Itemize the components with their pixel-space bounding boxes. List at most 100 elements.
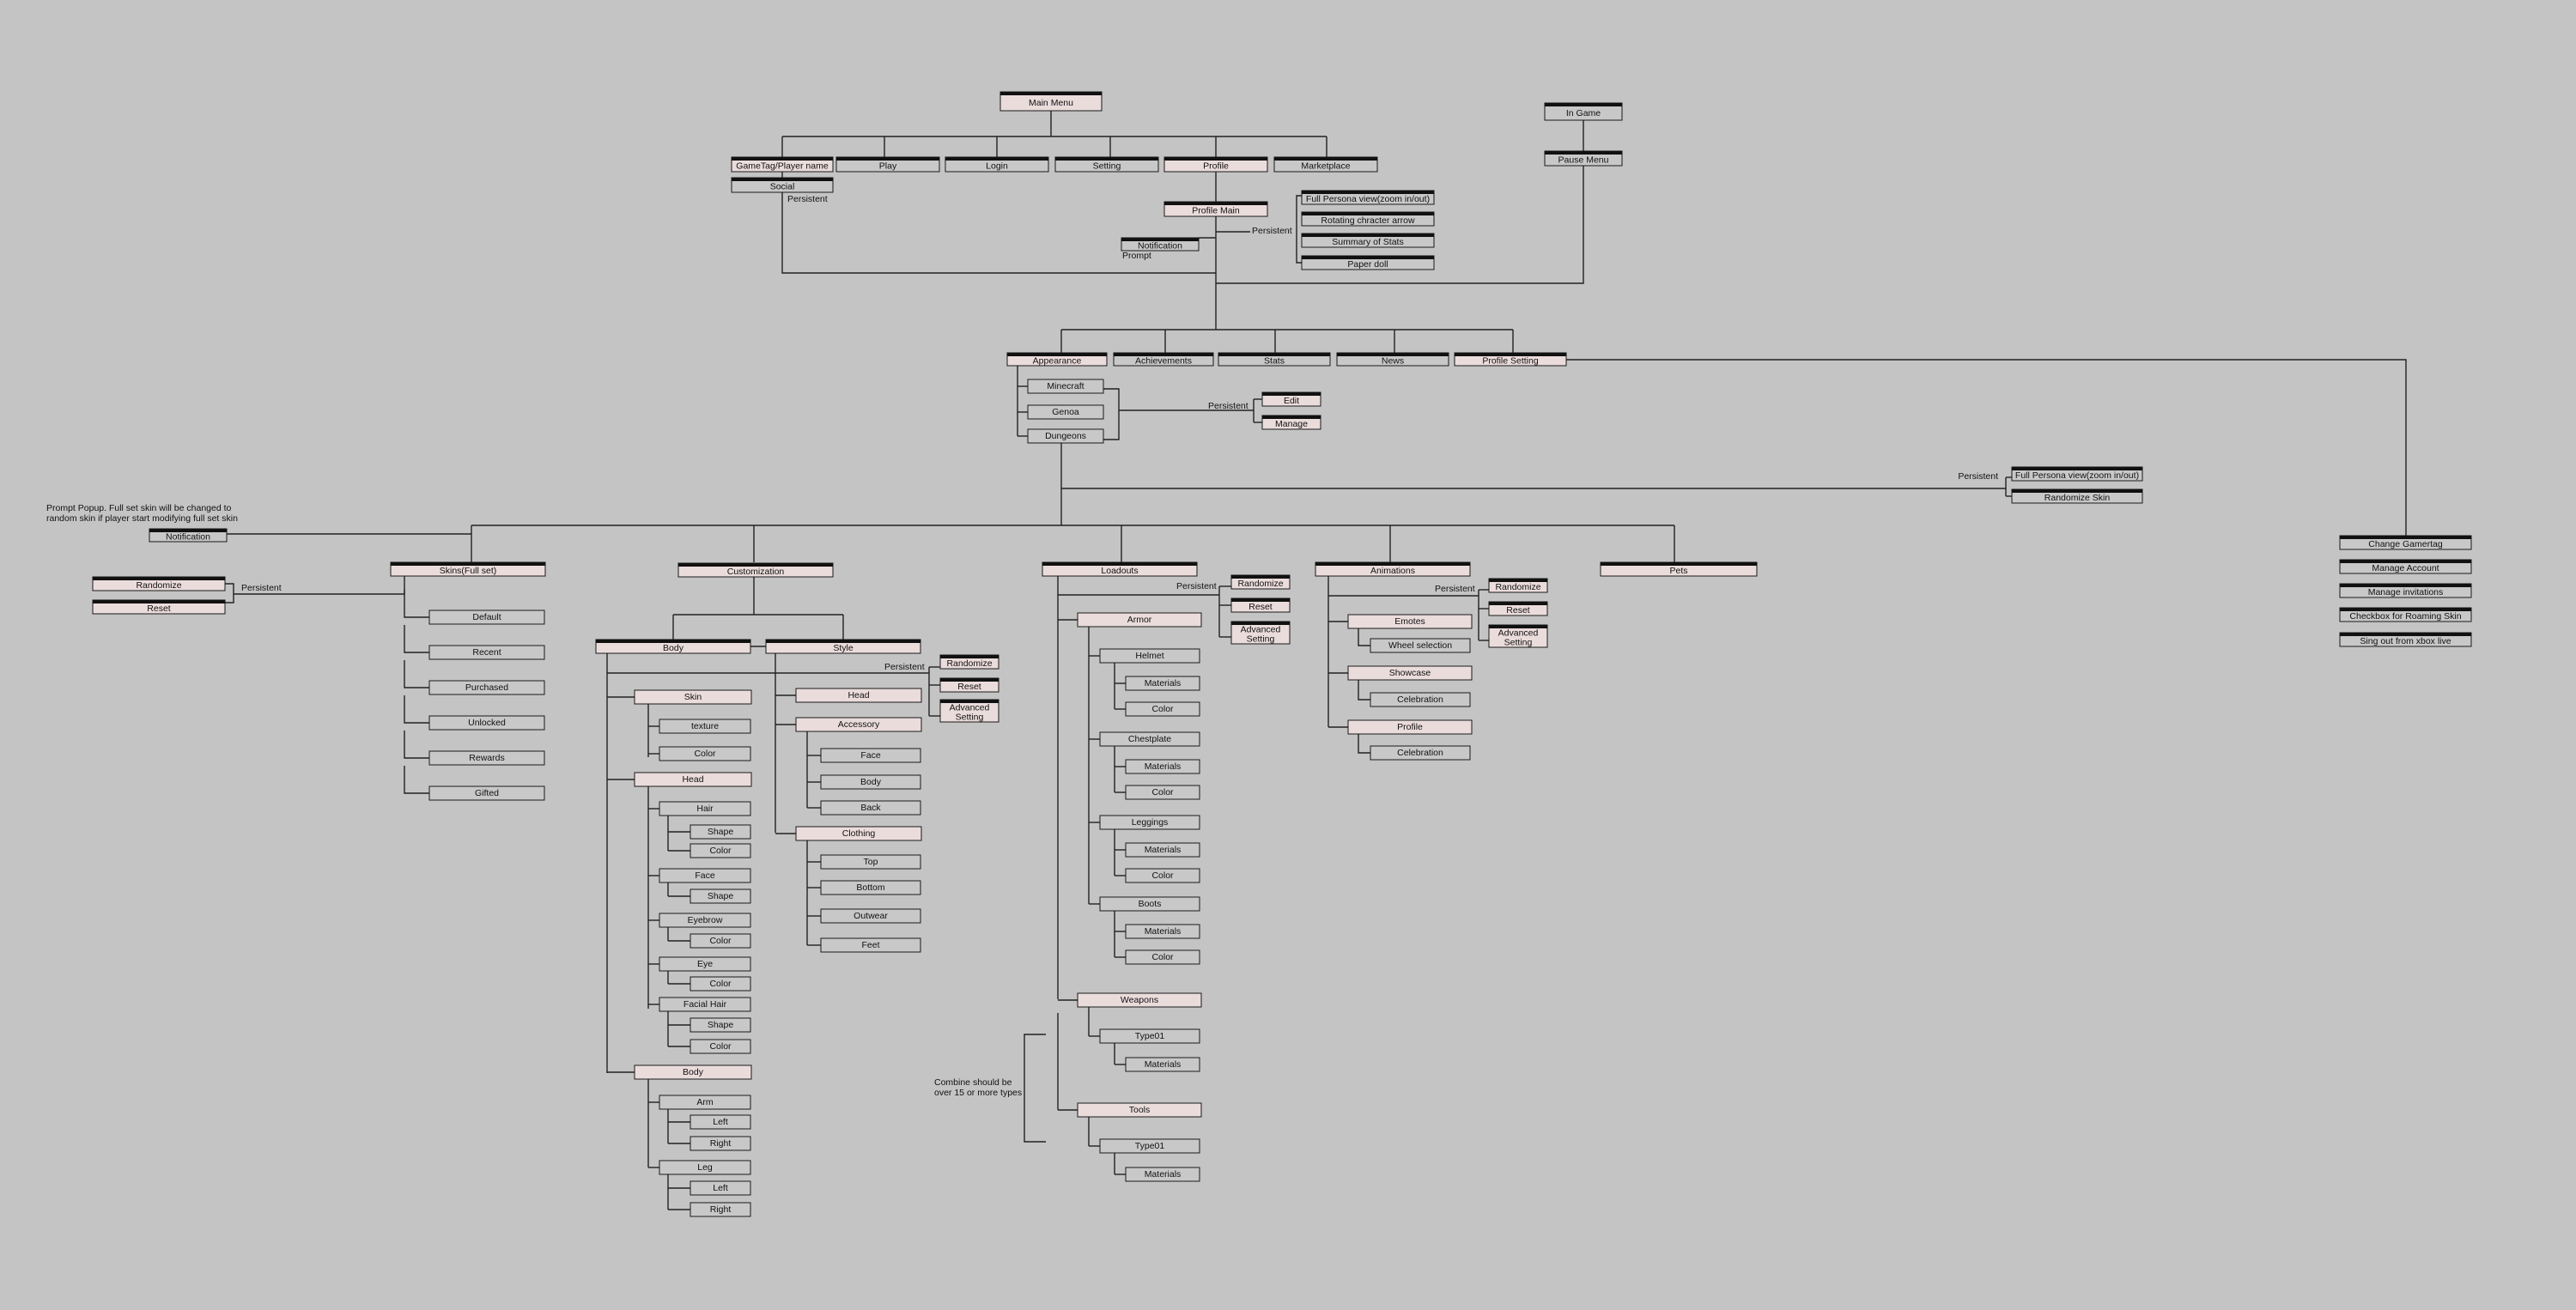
armor-piece-2-node[interactable]: Leggings xyxy=(1099,815,1200,830)
animations-showcase-node[interactable]: Showcase xyxy=(1347,665,1473,681)
head-sub-3-node[interactable]: Eye xyxy=(659,956,751,972)
accessory-2-node[interactable]: Back xyxy=(820,800,921,816)
head-sub-0-opt-1-node[interactable]: Color xyxy=(690,843,751,858)
main-menu-node[interactable]: Main Menu xyxy=(999,91,1103,112)
custom-style-node[interactable]: Style xyxy=(765,639,921,654)
skin-color-node[interactable]: Color xyxy=(659,746,751,761)
profile-setting-item-3-node[interactable]: Checkbox for Roaming Skin xyxy=(2339,607,2472,622)
body-limb-1-right-node[interactable]: Right xyxy=(690,1202,751,1217)
stats-node[interactable]: Stats xyxy=(1218,352,1331,367)
style-clothing-node[interactable]: Clothing xyxy=(795,826,922,841)
head-sub-4-node[interactable]: Facial Hair xyxy=(659,997,751,1012)
body-limb-0-node[interactable]: Arm xyxy=(659,1095,751,1110)
clothing-1-node[interactable]: Bottom xyxy=(820,880,921,895)
head-sub-1-node[interactable]: Face xyxy=(659,868,751,883)
armor-piece-3-node[interactable]: Boots xyxy=(1099,896,1200,912)
pause-menu-node[interactable]: Pause Menu xyxy=(1544,150,1623,167)
style-accessory-node[interactable]: Accessory xyxy=(795,717,922,732)
armor-piece-0-materials-node[interactable]: Materials xyxy=(1125,676,1200,691)
manage-node[interactable]: Manage xyxy=(1261,415,1321,430)
skins-item-5-node[interactable]: Gifted xyxy=(428,785,545,801)
head-sub-4-opt-1-node[interactable]: Color xyxy=(690,1039,751,1054)
accessory-0-node[interactable]: Face xyxy=(820,748,921,763)
randomize-skin-node[interactable]: Randomize Skin xyxy=(2011,488,2143,504)
genoa-node[interactable]: Genoa xyxy=(1027,404,1104,420)
texture-node[interactable]: texture xyxy=(659,719,751,734)
profile-setting-item-4-node[interactable]: Sing out from xbox live xyxy=(2339,632,2472,647)
summary-of-stats-node[interactable]: Summary of Stats xyxy=(1301,233,1435,248)
animations-profile-node[interactable]: Profile xyxy=(1347,719,1473,735)
profile-setting-node[interactable]: Profile Setting xyxy=(1454,352,1567,367)
body-limb-1-node[interactable]: Leg xyxy=(659,1160,751,1175)
profile-main-node[interactable]: Profile Main xyxy=(1163,201,1268,217)
appearance-node[interactable]: Appearance xyxy=(1006,352,1108,367)
animations-emotes-node[interactable]: Emotes xyxy=(1347,614,1473,629)
body-limb-0-left-node[interactable]: Left xyxy=(690,1114,751,1130)
social-node[interactable]: Social xyxy=(731,177,834,193)
setting-node[interactable]: Setting xyxy=(1054,156,1159,173)
armor-piece-1-color-node[interactable]: Color xyxy=(1125,785,1200,800)
head-sub-3-opt-0-node[interactable]: Color xyxy=(690,976,751,992)
custom-skin-node[interactable]: Skin xyxy=(634,689,752,705)
skins-reset-node[interactable]: Reset xyxy=(92,599,226,615)
profile-celebration-node[interactable]: Celebration xyxy=(1370,745,1471,761)
loadouts-node[interactable]: Loadouts xyxy=(1042,561,1198,577)
armor-piece-3-materials-node[interactable]: Materials xyxy=(1125,924,1200,939)
armor-piece-2-materials-node[interactable]: Materials xyxy=(1125,842,1200,858)
skins-item-0-node[interactable]: Default xyxy=(428,610,545,625)
animations-reset-node[interactable]: Reset xyxy=(1488,601,1548,616)
in-game-node[interactable]: In Game xyxy=(1544,102,1623,121)
profile-setting-item-0-node[interactable]: Change Gamertag xyxy=(2339,535,2472,550)
pets-node[interactable]: Pets xyxy=(1600,561,1758,577)
style-head-node[interactable]: Head xyxy=(795,688,922,703)
tools-materials-node[interactable]: Materials xyxy=(1125,1167,1200,1182)
armor-piece-0-node[interactable]: Helmet xyxy=(1099,648,1200,664)
full-persona-view-zoom-in-out-node[interactable]: Full Persona view(zoom in/out) xyxy=(2011,466,2143,482)
profile-node[interactable]: Profile xyxy=(1163,156,1268,173)
body-limb-0-right-node[interactable]: Right xyxy=(690,1136,751,1151)
gametag-player-name-node[interactable]: GameTag/Player name xyxy=(731,156,834,173)
play-node[interactable]: Play xyxy=(835,156,940,173)
animations-node[interactable]: Animations xyxy=(1315,561,1471,577)
armor-piece-0-color-node[interactable]: Color xyxy=(1125,701,1200,717)
armor-piece-1-materials-node[interactable]: Materials xyxy=(1125,759,1200,774)
loadouts-randomize-node[interactable]: Randomize xyxy=(1230,574,1291,590)
armor-piece-1-node[interactable]: Chestplate xyxy=(1099,731,1200,747)
achievements-node[interactable]: Achievements xyxy=(1113,352,1214,367)
clothing-2-node[interactable]: Outwear xyxy=(820,908,921,924)
weapons-materials-node[interactable]: Materials xyxy=(1125,1057,1200,1072)
minecraft-node[interactable]: Minecraft xyxy=(1027,379,1104,394)
dungeons-node[interactable]: Dungeons xyxy=(1027,428,1104,444)
custom-randomize-node[interactable]: Randomize xyxy=(939,654,999,670)
profile-setting-item-1-node[interactable]: Manage Account xyxy=(2339,559,2472,574)
head-sub-2-node[interactable]: Eyebrow xyxy=(659,913,751,928)
head-sub-2-opt-0-node[interactable]: Color xyxy=(690,933,751,949)
head-sub-4-opt-0-node[interactable]: Shape xyxy=(690,1017,751,1033)
custom-body-node[interactable]: Body xyxy=(595,639,751,654)
skins-item-1-node[interactable]: Recent xyxy=(428,645,545,660)
news-node[interactable]: News xyxy=(1336,352,1449,367)
customization-node[interactable]: Customization xyxy=(677,562,834,578)
tools-type01-node[interactable]: Type01 xyxy=(1099,1138,1200,1154)
skins-notification-node[interactable]: Notification xyxy=(149,528,228,543)
head-sub-0-opt-0-node[interactable]: Shape xyxy=(690,824,751,840)
rotating-chracter-arrow-node[interactable]: Rotating chracter arrow xyxy=(1301,211,1435,227)
weapons-type01-node[interactable]: Type01 xyxy=(1099,1028,1200,1044)
skins-randomize-node[interactable]: Randomize xyxy=(92,576,226,591)
profile-setting-item-2-node[interactable]: Manage invitations xyxy=(2339,583,2472,598)
paper-doll-node[interactable]: Paper doll xyxy=(1301,255,1435,270)
loadouts-weapons-node[interactable]: Weapons xyxy=(1077,992,1202,1008)
login-node[interactable]: Login xyxy=(945,156,1049,173)
edit-node[interactable]: Edit xyxy=(1261,391,1321,407)
skins-item-4-node[interactable]: Rewards xyxy=(428,750,545,766)
showcase-celebration-node[interactable]: Celebration xyxy=(1370,692,1471,707)
skins-item-2-node[interactable]: Purchased xyxy=(428,680,545,695)
marketplace-node[interactable]: Marketplace xyxy=(1273,156,1378,173)
head-sub-0-node[interactable]: Hair xyxy=(659,801,751,816)
notification-node[interactable]: Notification xyxy=(1121,237,1200,252)
skins-full-set-node[interactable]: Skins(Full set) xyxy=(390,561,546,577)
custom-body-sub-node[interactable]: Body xyxy=(634,1064,752,1080)
